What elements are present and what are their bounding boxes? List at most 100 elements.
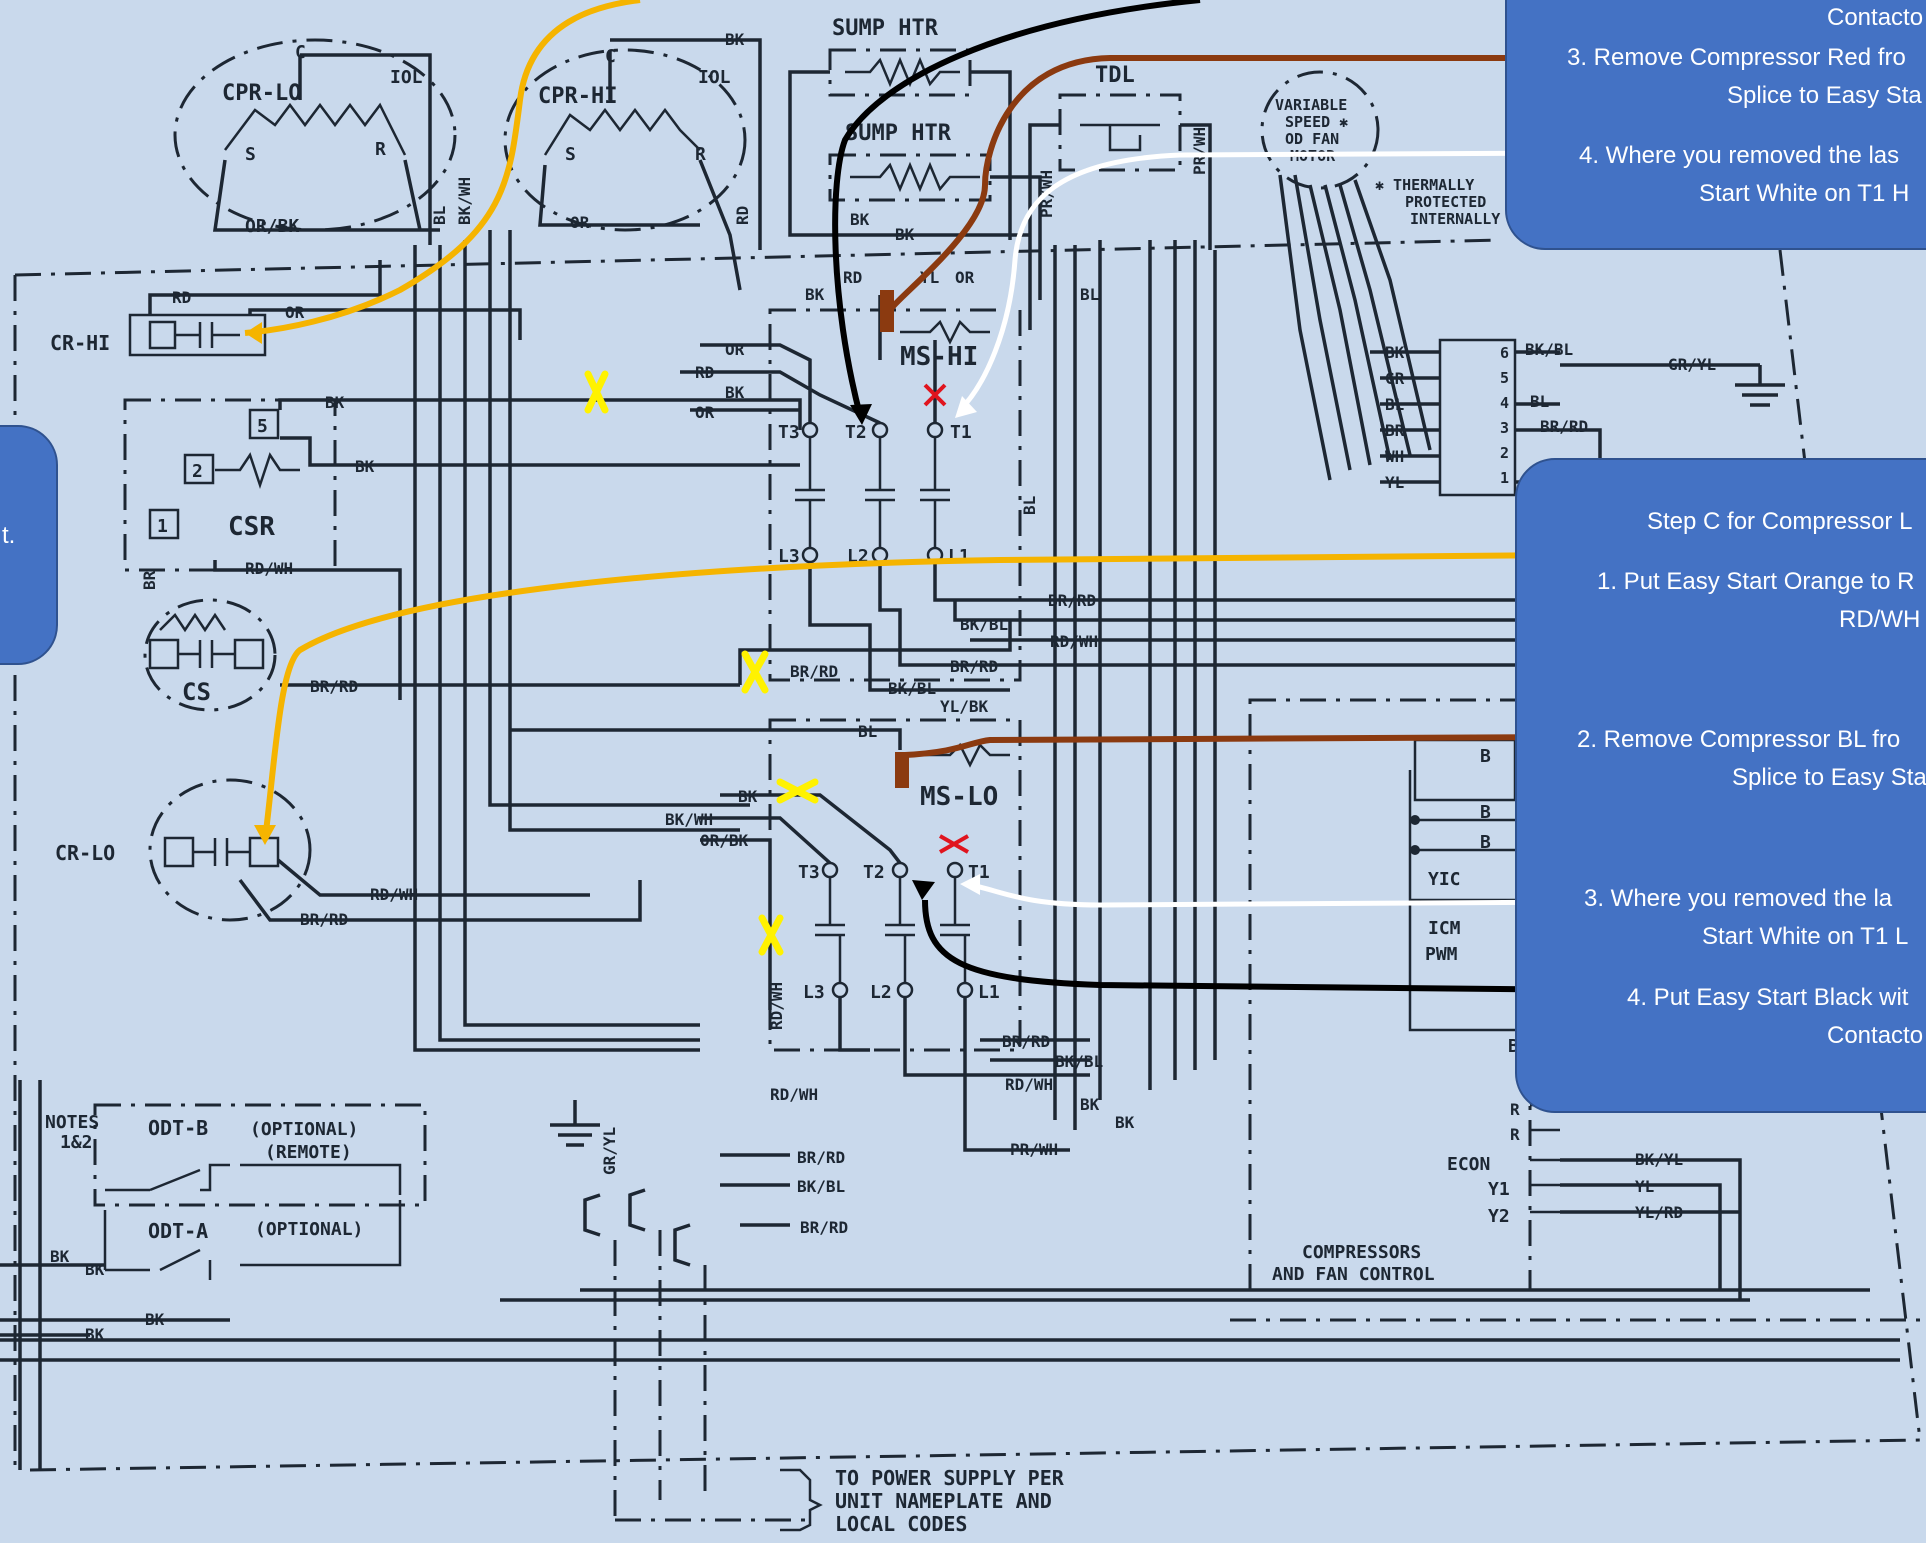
ms-hi-load-wires — [680, 295, 937, 425]
black-lead-ms-lo — [922, 899, 1596, 993]
harness-rd-wire: RD — [733, 206, 752, 225]
cs-terminal-left — [148, 638, 180, 670]
board-y1-label: Y1 — [1488, 1179, 1510, 1200]
ms-lo-bl-wire: BL — [858, 722, 877, 741]
fan-br-rd-wire: BR/RD — [1540, 417, 1588, 436]
csr-relay-housing — [123, 398, 337, 572]
ms-hi-bl-wire: BL — [1080, 285, 1099, 304]
fan-pin-5: 5 — [1500, 369, 1509, 387]
cpr-hi-or-wire: OR — [570, 213, 590, 232]
csr-5-label: 5 — [257, 416, 268, 437]
lo-bk-bl-wire: BK/BL — [1055, 1052, 1103, 1071]
cr-hi-contacts — [175, 322, 240, 348]
thermostat-bk-yl-wire: BK/YL — [1635, 1150, 1683, 1169]
cr-hi-relay-box — [128, 313, 267, 357]
cr-lo-leads — [238, 858, 642, 922]
notes-label-2: 1&2 — [60, 1132, 93, 1153]
ms-lo-l3-label: L3 — [803, 982, 825, 1003]
harness-center — [1053, 240, 1217, 1130]
tdl-switch — [1080, 123, 1160, 152]
fan-pin-3: 3 — [1500, 419, 1509, 437]
callout-left-text: t. — [2, 522, 16, 549]
cr-lo-br-rd-wire: BR/RD — [300, 910, 348, 929]
fan-pin-1: 1 — [1500, 469, 1509, 487]
ms-hi-or-wire: OR — [725, 340, 745, 359]
ms-hi-t1-label: T1 — [950, 422, 972, 443]
ms-hi-label: MS-HI — [900, 342, 978, 372]
white-lead-ms-hi-arrow — [955, 396, 977, 418]
ms-lo-housing — [768, 718, 1022, 1052]
odt-b-optional-2: (REMOTE) — [265, 1142, 352, 1163]
fan-gr-wire: GR — [1385, 369, 1405, 388]
csr-bk-wire-2: BK — [355, 457, 375, 476]
board-r-label-2: R — [1510, 1125, 1520, 1144]
ms-lo-l1 — [956, 981, 974, 999]
ms-lo-t2-label: T2 — [863, 862, 885, 883]
yellow-cut-marks — [584, 370, 819, 956]
white-lead-ms-lo — [969, 882, 1576, 908]
thermostat-wires — [1560, 1158, 1742, 1300]
power-note-line-3: LOCAL CODES — [835, 1512, 967, 1536]
cpr-hi-s-terminal: S — [565, 144, 576, 165]
heater-tdl-wiring — [788, 70, 1212, 330]
fan-yl-wire: YL — [1385, 473, 1404, 492]
ms-hi-l3 — [801, 546, 819, 564]
fan-bk-wire: BK — [1385, 343, 1405, 362]
white-lead-ms-hi — [958, 150, 1576, 412]
cpr-hi-winding — [543, 107, 701, 156]
ms-hi-l3-label: L3 — [778, 546, 800, 567]
fan-connector-wires — [1370, 350, 1602, 484]
red-x-ms-lo-t1 — [939, 834, 969, 854]
ms-hi-or-wire-2: OR — [695, 403, 715, 422]
left-edge-wires — [18, 1080, 42, 1470]
cs-br-rd-wire: BR/RD — [310, 677, 358, 696]
ms-hi-t3-label: T3 — [778, 422, 800, 443]
tdl-pr-wh-wire-2: PR/WH — [1190, 127, 1209, 175]
vs-motor-line-1: VARIABLE — [1275, 96, 1347, 114]
ms-hi-feed-wires — [953, 600, 1520, 642]
feed-br-rd-wire-3: BR/RD — [790, 662, 838, 681]
ms-lo-or-bk-wire: OR/BK — [700, 831, 749, 850]
callout-step-c-step4-line2: Contacto — [1827, 1022, 1924, 1049]
feed-br-rd-wire: BR/RD — [1048, 591, 1096, 610]
odt-bk-wire-3: BK — [145, 1310, 165, 1329]
board-b-label-4: B — [1508, 1036, 1519, 1057]
odt-b-label: ODT-B — [148, 1116, 208, 1140]
csr-leads — [213, 398, 802, 700]
csr-bk-wire: BK — [325, 393, 345, 412]
cs-capacitor-symbol — [159, 612, 235, 668]
callout-step-c-step2-line1: 2. Remove Compressor BL fro — [1577, 726, 1901, 753]
brown-lead-ms-hi — [887, 55, 1555, 312]
power-feed-wires — [0, 1153, 1900, 1362]
callout-step-c: Step C for Compressor L 1. Put Easy Star… — [1515, 458, 1926, 1113]
ms-lo-line-wires — [838, 997, 1090, 1152]
white-lead-ms-lo-arrow — [960, 874, 980, 895]
tdl-label: TDL — [1095, 63, 1135, 88]
ms-lo-coil — [920, 742, 1010, 768]
lo-bk-wire: BK — [1080, 1095, 1100, 1114]
red-x-ms-hi-t1 — [923, 383, 947, 407]
cpr-hi-r-terminal: R — [695, 144, 706, 165]
cpr-lo-iol-lead — [298, 53, 432, 245]
odt-b-switch — [105, 1163, 402, 1195]
orange-lead-cr-lo-arrow — [254, 825, 276, 845]
vs-motor-line-3: OD FAN — [1285, 130, 1339, 148]
thermostat-yl-rd-wire: YL/RD — [1635, 1203, 1683, 1222]
board-r-label-1: R — [1510, 1100, 1520, 1119]
callout-step-c-step1-line1: 1. Put Easy Start Orange to R — [1597, 568, 1915, 595]
fan-pin-4: 4 — [1500, 394, 1509, 412]
fan-br-wire: BR — [1385, 421, 1405, 440]
power-supply-brace — [780, 1468, 823, 1532]
ms-hi-coil — [900, 319, 990, 345]
odt-bk-wire-2: BK — [85, 1260, 105, 1279]
odt-a-label: ODT-A — [148, 1219, 208, 1243]
callout-step-c-step4-line1: 4. Put Easy Start Black wit — [1627, 984, 1909, 1011]
brown-splice-ms-lo — [895, 752, 909, 788]
board-yic-label: YIC — [1428, 869, 1461, 890]
vs-motor-line-2: SPEED ✱ — [1285, 113, 1348, 131]
yellow-x-cr-hi-or — [584, 370, 609, 414]
feed-bk-bl-wire: BK/BL — [960, 615, 1008, 634]
odt-bk-wire: BK — [50, 1247, 70, 1266]
black-lead-ms-hi — [832, 0, 1201, 416]
line-terminal-lugs — [583, 1188, 691, 1267]
